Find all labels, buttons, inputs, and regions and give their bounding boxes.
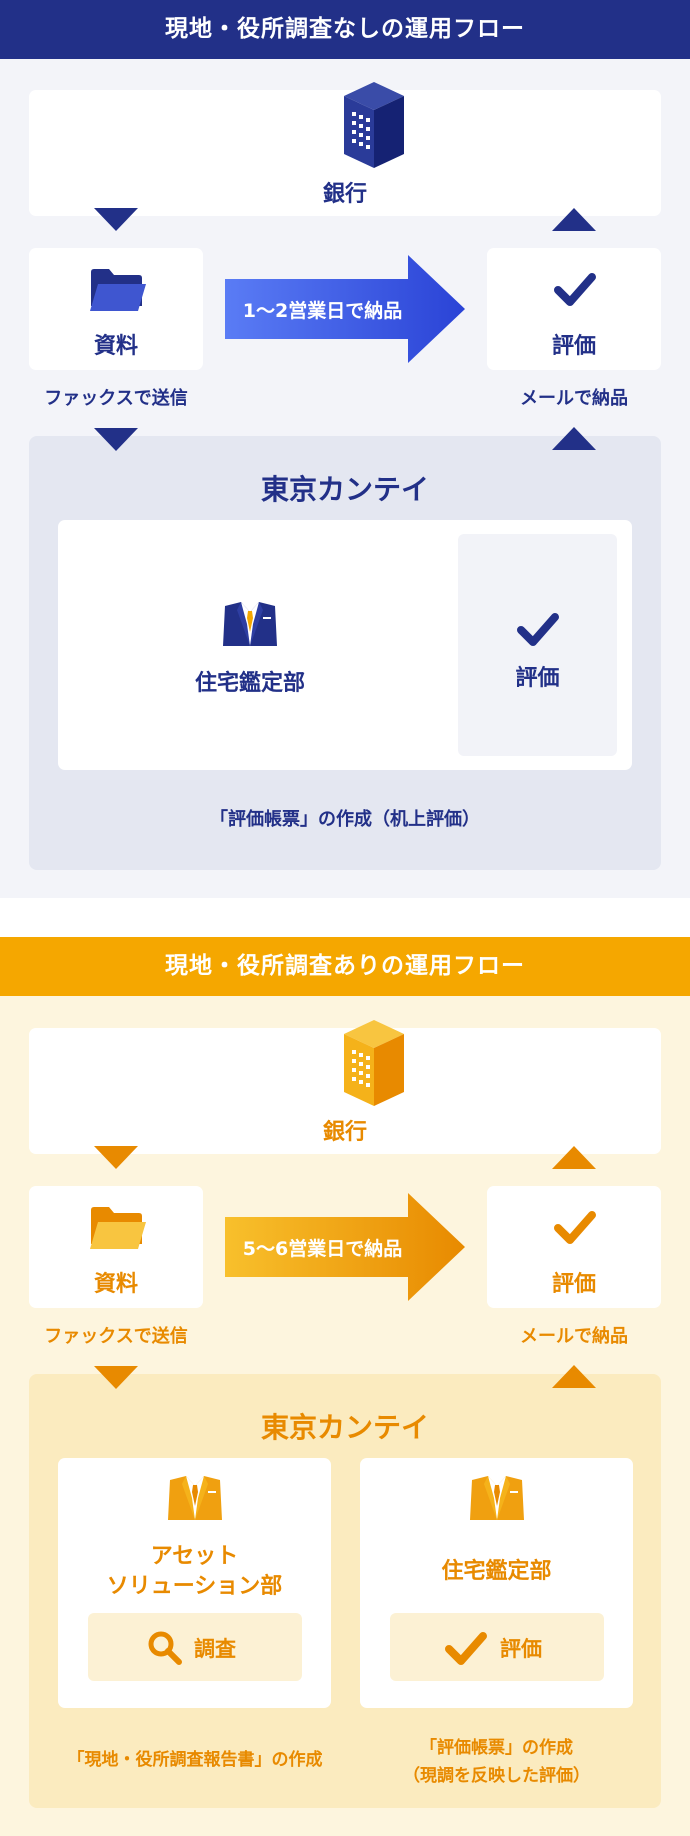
folder-icon <box>89 1206 147 1250</box>
arrow-down-to-documents <box>94 208 138 231</box>
folder-icon <box>89 268 147 312</box>
arrow-up-from-company <box>552 427 596 450</box>
suit-icon <box>221 602 279 646</box>
delivery-arrow-text: 1〜2営業日で納品 <box>242 300 403 322</box>
bank-label: 銀行 <box>322 1120 367 1145</box>
check-icon <box>516 612 560 648</box>
evaluation-card: 評価 <box>487 1186 661 1308</box>
building-icon <box>344 82 404 168</box>
check-icon <box>444 1631 488 1667</box>
suit-icon <box>468 1476 526 1520</box>
delivery-arrow-text: 5〜6営業日で納品 <box>242 1238 403 1260</box>
arrow-up-from-company <box>552 1365 596 1388</box>
delivery-arrow <box>225 1193 465 1301</box>
caption-left: 「現地・役所調査報告書」の作成 <box>67 1750 323 1770</box>
inner-evaluation-label: 評価 <box>515 666 560 691</box>
caption-right-line2: （現調を反映した評価） <box>403 1766 590 1786</box>
department-card: 住宅鑑定部 評価 <box>58 520 632 770</box>
arrow-up-to-bank <box>552 1146 596 1169</box>
mail-text: メールで納品 <box>520 388 628 409</box>
evaluation-label: 評価 <box>551 334 596 359</box>
asset-department-label-line2: ソリューション部 <box>106 1574 283 1599</box>
bank-label: 銀行 <box>322 182 367 207</box>
housing-department-label: 住宅鑑定部 <box>441 1559 552 1584</box>
caption: 「評価帳票」の作成（机上評価） <box>210 809 480 830</box>
evaluation-card: 評価 <box>487 248 661 370</box>
evaluation-label: 評価 <box>551 1272 596 1297</box>
housing-department-card: 住宅鑑定部 評価 <box>360 1458 633 1708</box>
check-icon <box>553 1210 597 1246</box>
asset-department-label-line1: アセット <box>150 1544 239 1569</box>
documents-card: 資料 <box>29 248 203 370</box>
asset-department-card: アセット ソリューション部 調査 <box>58 1458 331 1708</box>
section-title: 現地・役所調査なしの運用フロー <box>0 0 690 59</box>
search-icon <box>148 1631 182 1665</box>
suit-icon <box>166 1476 224 1520</box>
company-name: 東京カンテイ <box>260 1411 429 1444</box>
inner-evaluation-box: 評価 <box>458 534 617 756</box>
evaluation-pill: 評価 <box>390 1613 604 1681</box>
evaluation-pill-label: 評価 <box>500 1637 542 1661</box>
flow-with-survey-section: 現地・役所調査ありの運用フロー 銀行 <box>0 937 690 1836</box>
company-name: 東京カンテイ <box>260 473 429 506</box>
building-icon <box>344 1020 404 1106</box>
mail-text: メールで納品 <box>520 1326 628 1347</box>
arrow-up-to-bank <box>552 208 596 231</box>
survey-pill-label: 調査 <box>194 1637 236 1661</box>
documents-label: 資料 <box>93 1272 138 1297</box>
arrow-down-to-company <box>94 1366 138 1389</box>
flow-without-survey-section: 現地・役所調査なしの運用フロー 銀行 <box>0 0 690 898</box>
bank-card: 銀行 <box>29 1020 661 1154</box>
section-title: 現地・役所調査ありの運用フロー <box>0 937 690 996</box>
documents-label: 資料 <box>93 334 138 359</box>
department-label: 住宅鑑定部 <box>194 671 305 696</box>
fax-text: ファックスで送信 <box>44 388 188 409</box>
delivery-arrow <box>225 255 465 363</box>
survey-pill: 調査 <box>88 1613 302 1681</box>
fax-text: ファックスで送信 <box>44 1326 188 1347</box>
caption-right-line1: 「評価帳票」の作成 <box>420 1738 573 1758</box>
bank-card: 銀行 <box>29 82 661 216</box>
check-icon <box>553 272 597 308</box>
arrow-down-to-documents <box>94 1146 138 1169</box>
documents-card: 資料 <box>29 1186 203 1308</box>
arrow-down-to-company <box>94 428 138 451</box>
